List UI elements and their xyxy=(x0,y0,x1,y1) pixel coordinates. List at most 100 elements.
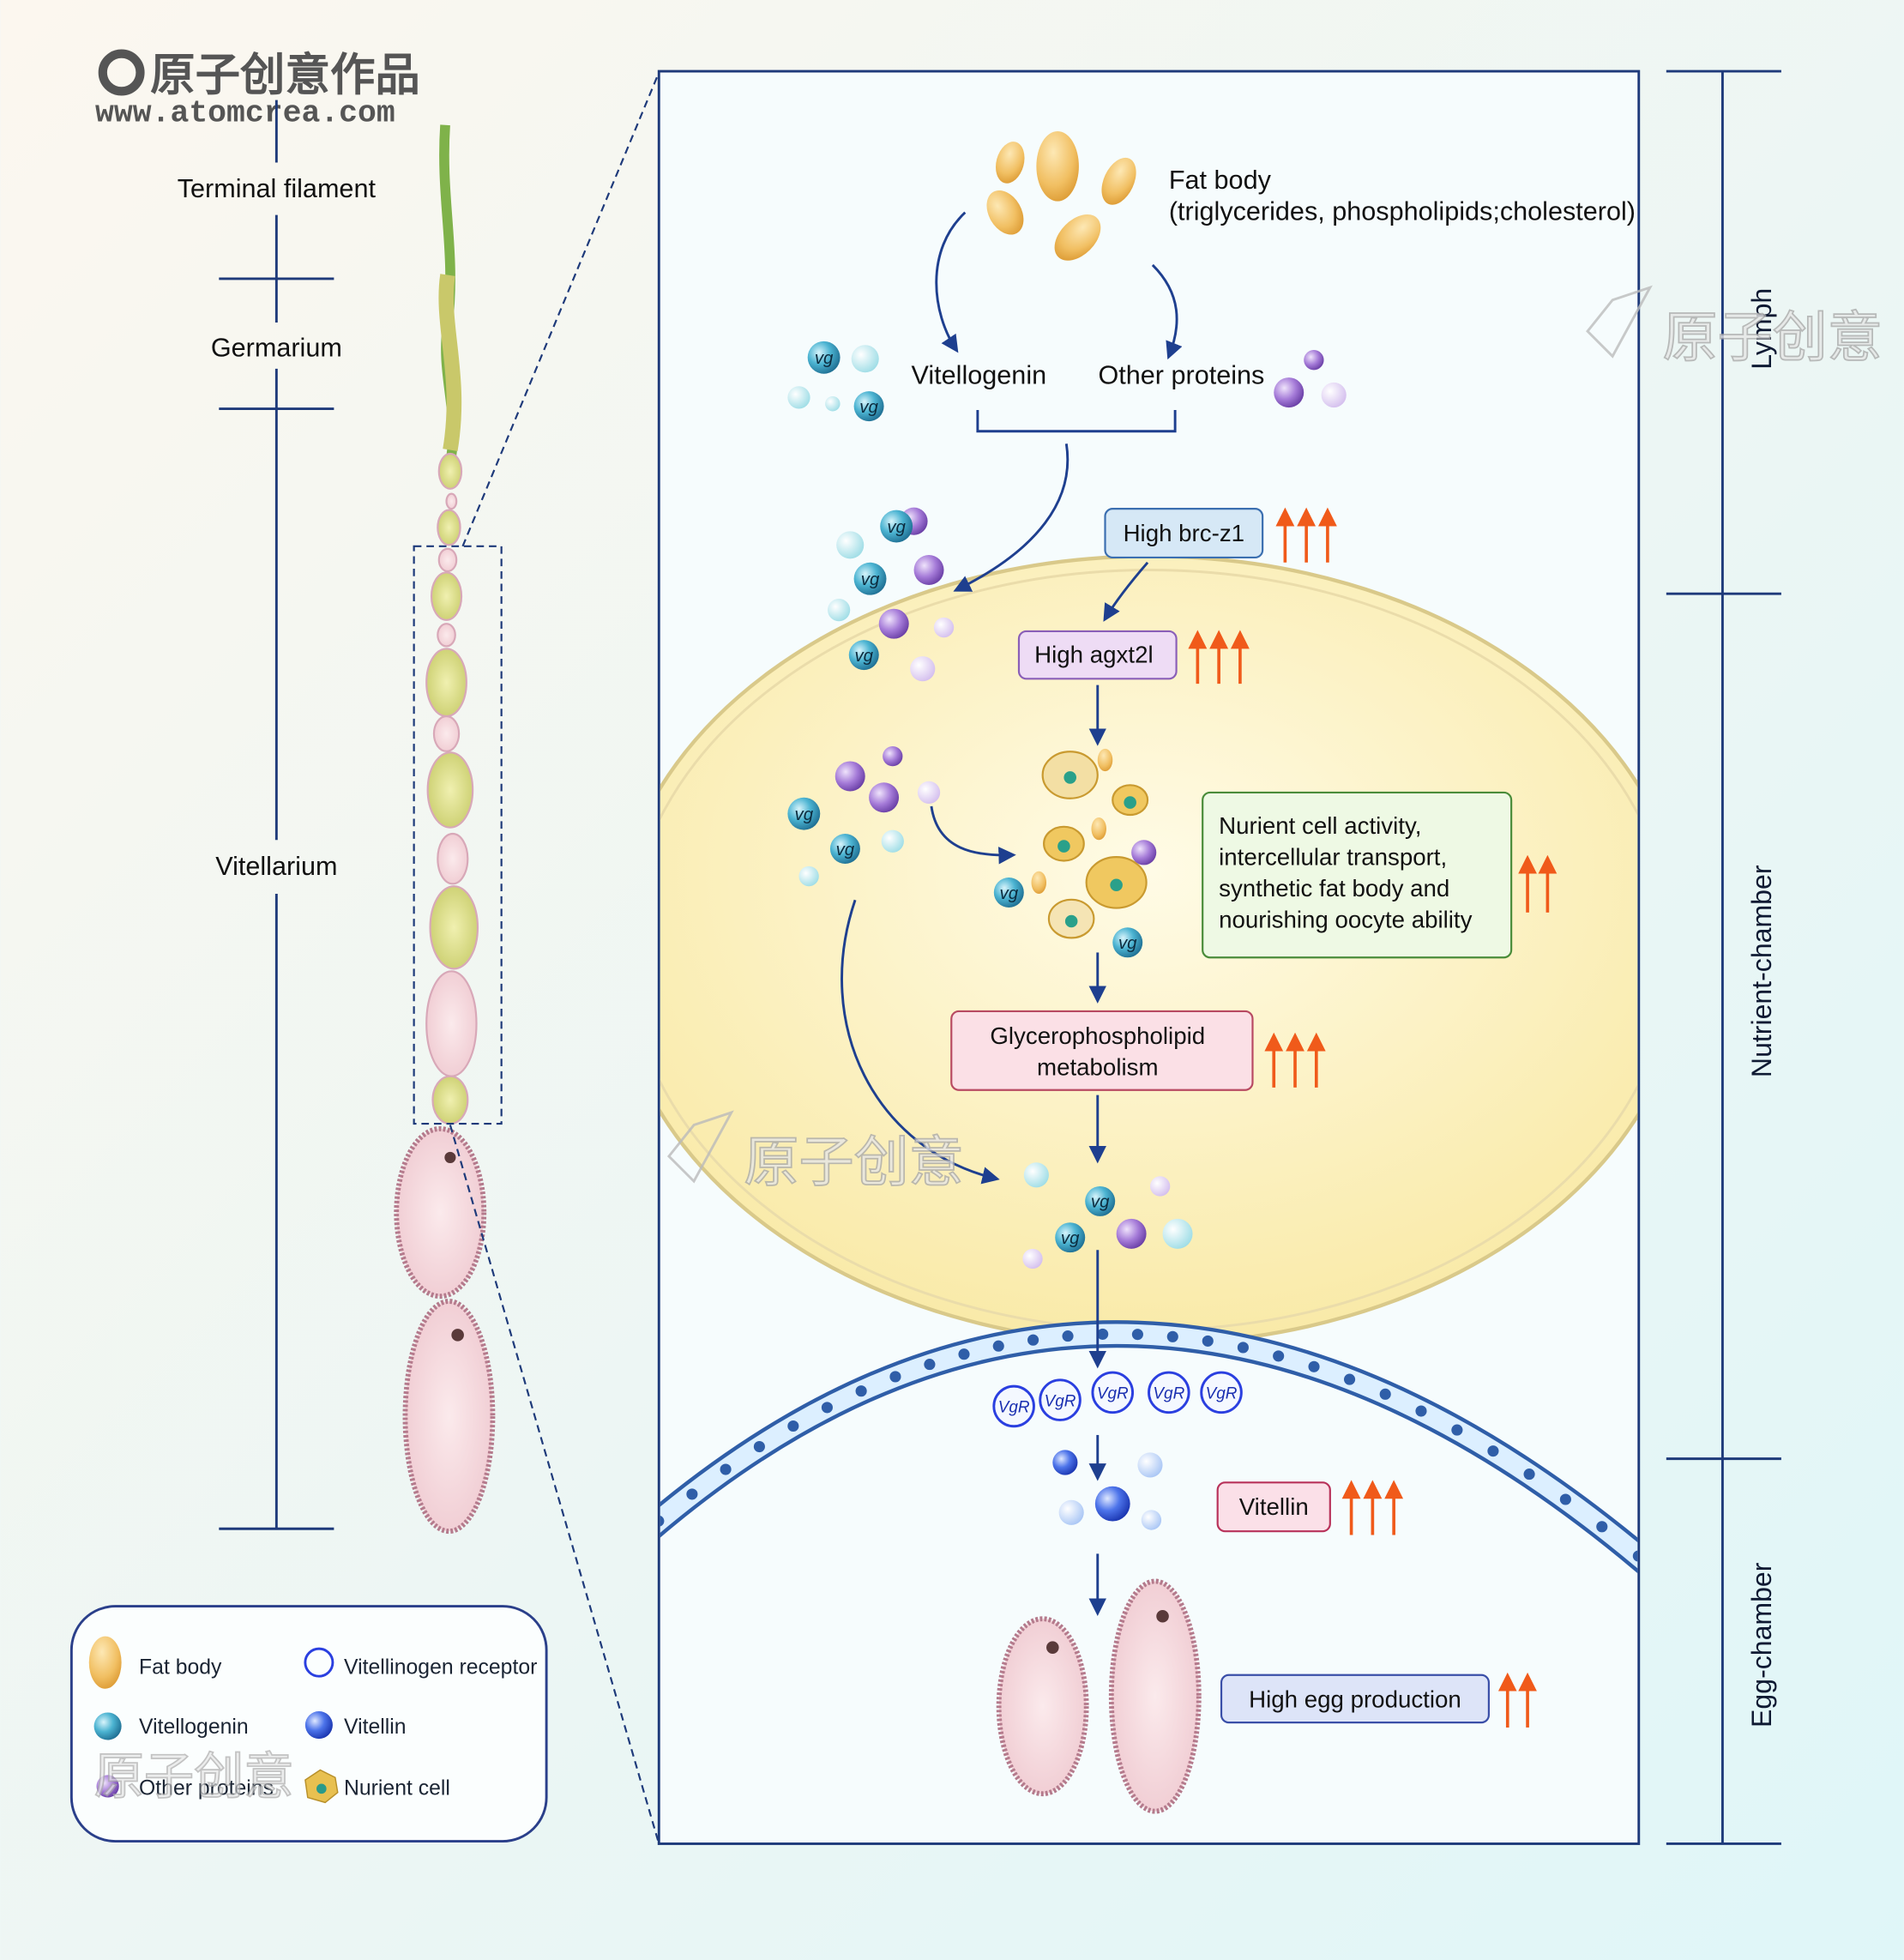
vitellogenin-particle xyxy=(881,829,904,853)
vitellin-box: Vitellin xyxy=(1216,1481,1331,1533)
membrane-dot xyxy=(686,1488,698,1500)
membrane-dot xyxy=(1379,1388,1391,1400)
other-protein-particle xyxy=(883,745,903,767)
fat-droplet xyxy=(1031,871,1047,894)
vg-label: vg xyxy=(836,841,855,859)
other-protein-particle xyxy=(933,617,955,638)
membrane-dot xyxy=(821,1402,833,1414)
arrow-to-vitellogenin xyxy=(935,211,967,353)
membrane-dot xyxy=(855,1385,867,1397)
flow-arrows xyxy=(841,443,1149,1616)
vitellogenin-particle xyxy=(1023,1162,1049,1188)
vitellogenin-icon xyxy=(93,1712,122,1740)
vitellogenin-particle xyxy=(1055,1222,1086,1253)
legend-nurient-cell: Nurient cell xyxy=(344,1777,450,1800)
label-lymph: Lymph xyxy=(1746,288,1777,370)
vitellogenin-particle xyxy=(798,865,819,887)
eggs xyxy=(996,1578,1202,1814)
follicle xyxy=(437,623,456,648)
oocyte xyxy=(394,1126,487,1300)
other-protein-particle xyxy=(1116,1218,1147,1249)
legend: Fat body Vitellogenin Other proteins Vit… xyxy=(69,1605,548,1843)
nurient-activity-box: Nurient cell activity, intercellular tra… xyxy=(1202,791,1513,959)
agxt2l-box: High agxt2l xyxy=(1017,630,1178,680)
egg xyxy=(1108,1578,1202,1814)
zoom-region-box xyxy=(413,545,503,1125)
other-protein-particle xyxy=(910,656,936,682)
vitellogenin-particle xyxy=(853,562,887,595)
vg-label: vg xyxy=(1091,1193,1110,1212)
vgr-label: VgR xyxy=(1097,1385,1129,1403)
ovary-scale xyxy=(219,100,334,1530)
label-vitellogenin: Vitellogenin xyxy=(912,360,1047,389)
other-protein-particle xyxy=(1149,1176,1171,1197)
membrane-dot xyxy=(1062,1330,1074,1342)
vitellin-icon xyxy=(304,1711,333,1740)
vitellin-particle xyxy=(1141,1510,1162,1530)
vg-label: vg xyxy=(887,518,906,537)
brc-z1-box: High brc-z1 xyxy=(1104,508,1264,559)
glycerophospholipid-box: Glycerophospholipid metabolism xyxy=(950,1010,1254,1091)
vitellogenin-particle xyxy=(828,599,851,622)
legend-vitellogenin: Vitellogenin xyxy=(139,1716,249,1739)
label-terminal-filament: Terminal filament xyxy=(178,174,377,203)
vitellin-particle xyxy=(1058,1499,1084,1525)
follicle xyxy=(430,571,463,621)
other-protein-particle xyxy=(1131,840,1157,865)
legend-vitellin: Vitellin xyxy=(344,1716,407,1739)
vg-label: vg xyxy=(1061,1229,1080,1248)
membrane-dot xyxy=(753,1440,765,1453)
label-other-proteins: Other proteins xyxy=(1098,360,1264,389)
vitellogenin-particle xyxy=(829,833,860,864)
membrane-dot xyxy=(1131,1329,1143,1341)
membrane-dot xyxy=(992,1340,1004,1352)
label-vitellarium: Vitellarium xyxy=(215,852,337,881)
membrane-dot xyxy=(1308,1360,1320,1372)
follicle xyxy=(432,715,461,752)
membrane-dot xyxy=(1632,1550,1638,1562)
zoom-line-top xyxy=(461,72,660,547)
membrane-dot xyxy=(1415,1405,1427,1417)
membrane-dot xyxy=(1097,1328,1109,1340)
watermark-repeat: 原子创意 原子创意 xyxy=(666,285,1883,1194)
other-protein-particle xyxy=(1304,350,1324,371)
vg-label: vg xyxy=(815,349,834,368)
vgr-receptor-icon xyxy=(992,1384,1035,1428)
region-scale xyxy=(1666,69,1781,1845)
vitellogenin-particle xyxy=(851,345,879,373)
label-germarium: Germarium xyxy=(211,333,342,362)
vitellogenin-particle xyxy=(825,395,841,412)
vitellogenin-particle xyxy=(880,510,913,543)
fat-body-cluster xyxy=(986,131,1136,261)
vitellogenin-particle xyxy=(848,640,879,671)
vg-label: vg xyxy=(859,398,878,417)
legend-receptor: Vitellinogen receptor xyxy=(344,1655,537,1679)
vgr-receptor-icon xyxy=(1039,1378,1082,1421)
membrane-dot xyxy=(958,1348,970,1360)
vitellogenin-particle xyxy=(787,797,821,830)
other-protein-icon xyxy=(96,1775,119,1798)
glycero-text-line: metabolism xyxy=(1037,1053,1158,1080)
vitellogenin-particle xyxy=(836,531,865,559)
membrane-dot xyxy=(1027,1334,1039,1346)
vitellogenin-particle xyxy=(807,341,841,374)
fat-body-detail: (triglycerides, phospholipids;cholestero… xyxy=(1169,196,1636,226)
vg-label: vg xyxy=(795,805,814,824)
vgr-receptor-icon xyxy=(1091,1371,1135,1414)
fat-droplet xyxy=(1091,817,1106,841)
watermark-logo: 原子创意作品 www.atomcrea.com xyxy=(95,49,420,130)
vgr-label: VgR xyxy=(1153,1385,1184,1403)
watermark-url: www.atomcrea.com xyxy=(95,95,395,130)
follicle xyxy=(445,492,458,510)
brc-z1-text: High brc-z1 xyxy=(1124,520,1244,546)
membrane-dot xyxy=(787,1420,799,1432)
vitellogenin-particle xyxy=(993,877,1024,908)
vg-label: vg xyxy=(854,647,873,666)
vitellogenin-particle xyxy=(1162,1218,1193,1249)
vitellin-particle xyxy=(1137,1452,1163,1478)
other-protein-particle xyxy=(913,555,944,586)
vgr-label: VgR xyxy=(1045,1392,1076,1410)
membrane-dot xyxy=(720,1463,732,1475)
